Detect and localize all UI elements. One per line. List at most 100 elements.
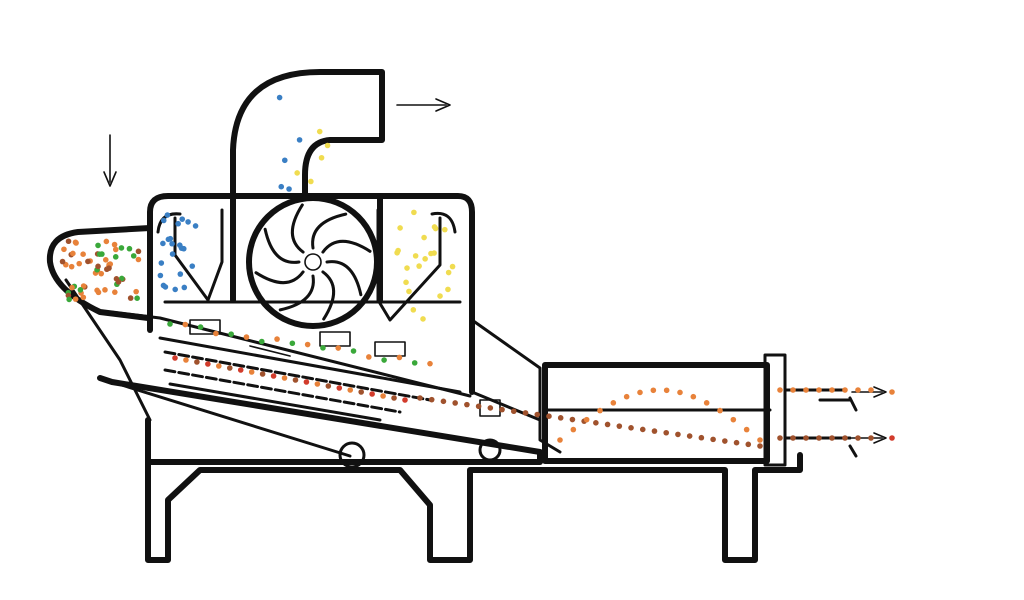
fan-blade <box>321 270 336 321</box>
sieve-box <box>108 310 501 422</box>
seed-dot <box>422 256 428 262</box>
seed-dot <box>522 410 529 416</box>
seed-dot <box>402 397 408 403</box>
seed-dot <box>440 398 447 405</box>
seed-dot <box>303 379 310 385</box>
seed-dot <box>294 170 300 176</box>
fan-blade <box>278 274 315 312</box>
seed-dot <box>369 391 375 397</box>
seed-dot <box>628 424 634 431</box>
seed-dot <box>816 387 822 393</box>
seed-dot <box>177 271 184 277</box>
seed-dot <box>192 223 199 229</box>
seed-dot <box>557 437 563 443</box>
seed-dot <box>427 360 433 367</box>
machine-frame <box>97 375 803 563</box>
seed-dot <box>167 321 173 327</box>
seed-dot <box>546 413 552 420</box>
seed-dot <box>296 137 303 143</box>
seed-dot <box>397 225 403 231</box>
seed-dot <box>61 246 67 253</box>
seed-dot <box>316 128 323 135</box>
seed-dot <box>722 438 728 444</box>
seed-dot <box>445 286 451 293</box>
seed-dot <box>445 269 452 276</box>
seed-dot <box>77 287 84 293</box>
left-settling-chamber <box>156 208 224 302</box>
seed-dot <box>394 249 400 256</box>
seed-dot <box>179 216 186 222</box>
seed-dot <box>829 435 835 441</box>
seed-dot <box>189 263 196 269</box>
seed-dot <box>80 294 87 301</box>
seed-dot <box>406 288 412 295</box>
seed-dot <box>172 286 179 293</box>
seed-dot <box>243 334 250 340</box>
seed-dot <box>637 389 643 396</box>
seed-dot <box>194 359 200 365</box>
seed-dot <box>717 407 723 414</box>
seed-dot <box>889 435 895 441</box>
seed-dot <box>757 443 763 449</box>
seed-dot <box>663 387 670 394</box>
fan-blade <box>325 260 363 297</box>
seed-dot <box>675 431 681 438</box>
seed-dot <box>157 272 164 279</box>
seed-dot <box>314 381 321 387</box>
fan-blade <box>311 212 348 250</box>
seed-dot <box>842 387 848 393</box>
seed-dot <box>452 400 458 406</box>
seed-dot <box>380 393 386 399</box>
seed-dot <box>197 324 204 330</box>
seed-dot <box>710 436 716 443</box>
seed-dot <box>69 284 75 291</box>
seed-dot <box>347 387 354 393</box>
seed-dot <box>366 354 372 360</box>
seed-dot <box>102 257 109 263</box>
seed-dot <box>842 435 848 441</box>
seed-dot <box>180 245 187 252</box>
seed-dot <box>743 426 750 433</box>
seed-dot <box>292 377 299 383</box>
seed-dot <box>130 253 137 259</box>
seed-dot <box>324 142 331 149</box>
seed-dot <box>790 387 796 393</box>
seed-dot <box>777 435 783 441</box>
seed-dot <box>95 263 101 270</box>
seed-dot <box>651 428 658 434</box>
seed-dot <box>416 263 422 269</box>
seed-dot <box>403 279 409 286</box>
seed-dot <box>428 396 435 403</box>
fan-blade <box>321 239 372 254</box>
seed-dot <box>889 389 895 395</box>
seed-dot <box>437 293 443 299</box>
seed-dot <box>557 415 564 421</box>
seed-dot <box>868 435 874 441</box>
air-exhaust-arrow-icon <box>396 98 451 112</box>
seed-dot <box>226 365 233 371</box>
seed-dot <box>185 219 191 225</box>
seed-dot <box>829 387 835 393</box>
seed-dot <box>604 421 611 428</box>
hopper-lower-wall <box>64 278 152 422</box>
seed-dot <box>677 389 683 396</box>
seed-dot <box>745 441 752 448</box>
seed-dot <box>135 256 142 263</box>
seed-dot <box>164 212 171 218</box>
seed-dot <box>205 361 211 367</box>
seed-dot <box>276 94 283 101</box>
seed-dot <box>396 354 403 361</box>
seed-dot <box>350 348 357 354</box>
seed-dot <box>65 238 72 245</box>
seed-dot <box>165 236 172 243</box>
seed-dot <box>757 437 763 443</box>
seed-dot <box>106 265 112 271</box>
seed-dot <box>534 411 541 418</box>
seed-dot <box>286 186 292 192</box>
seed-dot <box>228 331 234 337</box>
seed-dot <box>610 400 617 406</box>
seed-dot <box>134 295 140 301</box>
seed-dot <box>98 270 105 277</box>
seed-dot <box>411 209 417 216</box>
